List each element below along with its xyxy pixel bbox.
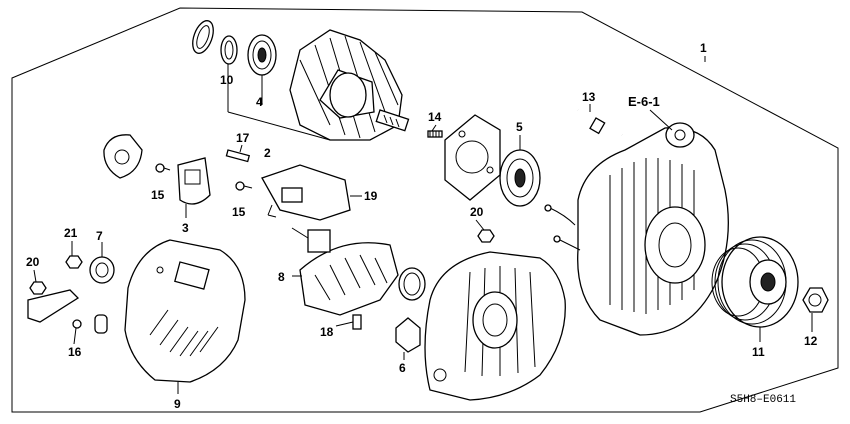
through-bolt-short (427, 130, 443, 138)
callout-20b: 20 (470, 205, 484, 219)
rotor-seal-ring (220, 35, 238, 65)
callout-7: 7 (96, 229, 103, 243)
screw-15b (235, 181, 253, 191)
rectifier (291, 227, 399, 316)
callout-5: 5 (516, 120, 523, 134)
callout-20a: 20 (26, 255, 40, 269)
callout-21: 21 (64, 226, 78, 240)
rear-cover (124, 239, 246, 383)
callout-11: 11 (752, 345, 765, 359)
terminal-insulator (395, 317, 421, 353)
pulley-nut (802, 287, 829, 313)
callout-13: 13 (582, 90, 596, 104)
nut-20-right (477, 229, 495, 243)
front-bearing (499, 149, 541, 207)
callout-8: 8 (278, 270, 285, 284)
callout-3: 3 (182, 221, 189, 235)
rear-bracket (424, 251, 566, 401)
brush-holder (177, 157, 211, 205)
reference-code: E-6-1 (628, 94, 660, 109)
callout-16: 16 (68, 345, 82, 359)
terminal-bushing (89, 256, 115, 284)
rotor-o-ring (192, 20, 214, 54)
screw-15a (155, 163, 171, 173)
callout-1: 1 (700, 41, 707, 55)
nut-20-left (29, 281, 47, 295)
pulley (711, 236, 799, 328)
callout-15b: 15 (232, 205, 246, 219)
callout-9: 9 (174, 397, 181, 411)
stator-front-housing (544, 122, 729, 336)
callout-10: 10 (220, 73, 234, 87)
rotor (289, 29, 410, 141)
through-bolt (577, 108, 623, 137)
callout-6: 6 (399, 361, 406, 375)
callout-18: 18 (320, 325, 334, 339)
callout-17: 17 (236, 131, 250, 145)
regulator-brush-holder (261, 164, 351, 221)
callout-12: 12 (804, 334, 818, 348)
assembly-frame (11, 7, 839, 413)
callout-15a: 15 (151, 188, 165, 202)
screw-16 (72, 319, 82, 329)
nut-21 (65, 255, 83, 269)
screw-18 (352, 314, 362, 330)
diagram-code: S5H8–E0611 (730, 394, 796, 406)
callout-14: 14 (428, 110, 442, 124)
terminal-bracket (27, 289, 108, 334)
screw-17 (225, 149, 251, 163)
retaining-ring (398, 267, 426, 301)
callout-2: 2 (264, 146, 271, 160)
callout-19: 19 (364, 189, 378, 203)
rear-bracket-plate (444, 114, 501, 201)
rotor-bearing (247, 34, 277, 76)
terminal-cap (103, 134, 143, 179)
callout-4: 4 (256, 95, 263, 109)
